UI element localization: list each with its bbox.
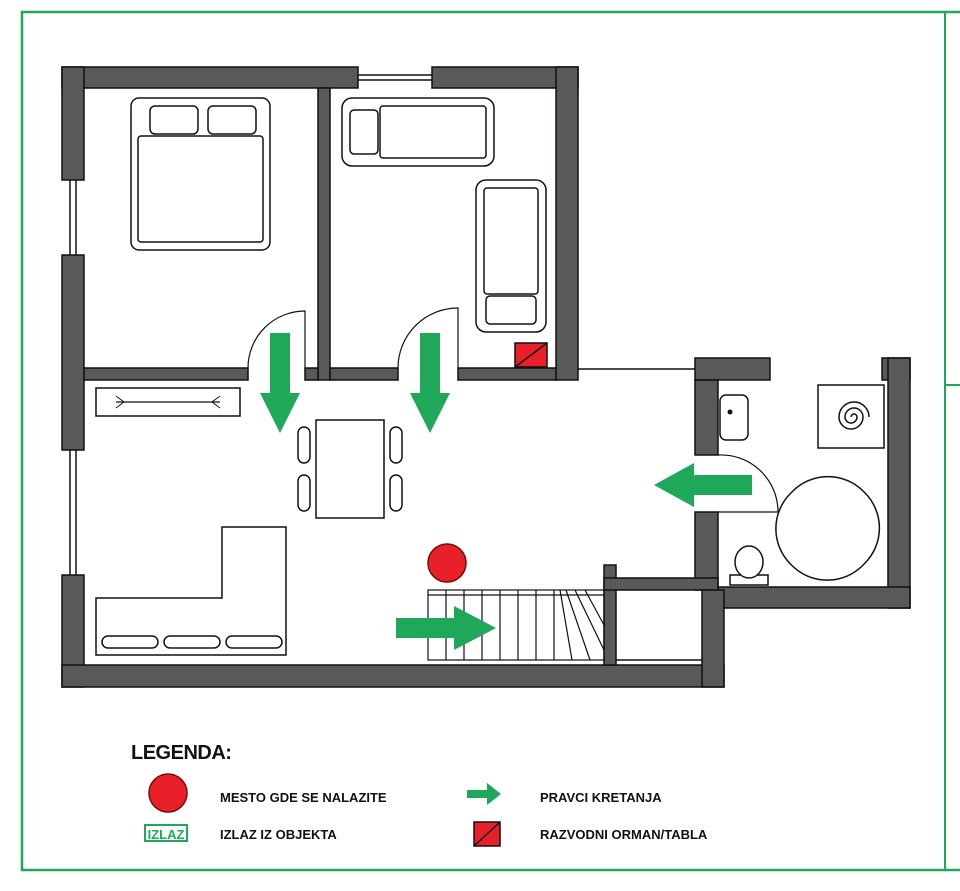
exit-sign-icon: IZLAZ: [144, 824, 188, 842]
furniture: [95, 97, 885, 656]
frame-border: [20, 10, 960, 872]
sofa: [95, 526, 287, 656]
walls: [61, 66, 911, 688]
arrow-down-icon: [260, 333, 300, 433]
arrow-right-icon: [396, 606, 496, 650]
green-arrow-icon: [467, 783, 501, 805]
doors: [247, 307, 779, 513]
bathtub: [775, 475, 881, 581]
sink: [719, 394, 749, 441]
legend-title: LEGENDA:: [131, 742, 232, 764]
legend-label: MESTO GDE SE NALAZITE: [220, 790, 387, 805]
dining-table: [315, 419, 385, 519]
evacuation-arrows: [260, 333, 752, 650]
boiler-spiral: [838, 401, 870, 430]
toilet: [734, 545, 764, 579]
red-circle-icon: [148, 773, 188, 813]
legend-label: RAZVODNI ORMAN/TABLA: [540, 827, 708, 842]
arrow-left-icon: [654, 463, 752, 507]
arrow-down-icon: [410, 333, 450, 433]
you-are-here-icon: [427, 543, 467, 583]
legend-label: IZLAZ IZ OBJEKTA: [220, 827, 337, 842]
legend-label: PRAVCI KRETANJA: [540, 790, 662, 805]
thin-walls-windows: [69, 74, 702, 661]
